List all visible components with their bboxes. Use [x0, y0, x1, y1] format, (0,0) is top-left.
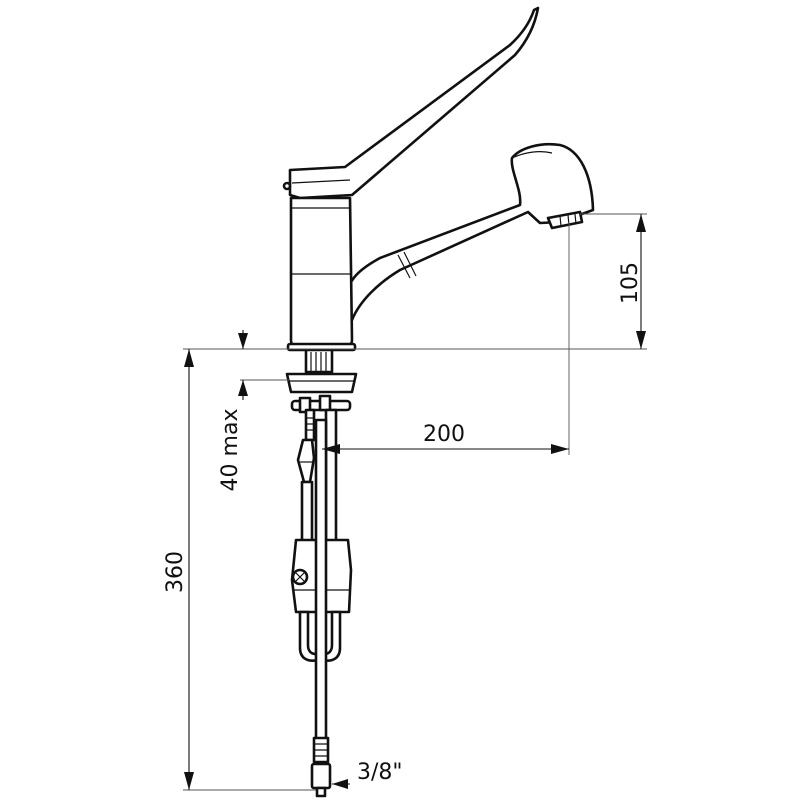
dim-40-label: 40 max	[218, 409, 243, 492]
fitting-neck-thread	[314, 743, 328, 757]
dim-105-arrow-bottom	[636, 331, 646, 349]
faucet-body	[282, 6, 595, 352]
dim-40-arrow-bottom	[238, 380, 248, 396]
dim-200-label: 200	[423, 422, 465, 447]
dim-105-label: 105	[618, 262, 643, 304]
shank-thread	[310, 352, 327, 371]
extension-lines	[183, 213, 647, 791]
dim-200-arrow-left	[322, 444, 340, 454]
fixing-stud	[304, 408, 316, 442]
dim-360-arrow-bottom	[184, 772, 194, 790]
dimension-40-max: 40 max	[218, 330, 248, 491]
lever-handle	[288, 6, 540, 200]
dim-360-arrow-top	[184, 349, 194, 367]
dim-105-arrow-top	[636, 214, 646, 232]
spout-coupling	[397, 254, 411, 279]
dim-200-arrow-right	[551, 444, 569, 454]
supply-hose-left	[300, 480, 314, 544]
mixer-column	[289, 196, 354, 349]
hoses-and-weight	[290, 408, 353, 798]
weight-screw-slot	[295, 572, 305, 582]
supply-hose-right	[324, 408, 338, 544]
dimension-360: 360	[163, 349, 194, 790]
fixing-washer	[285, 372, 358, 394]
mounting-assembly	[285, 348, 358, 442]
dim-360-label: 360	[163, 551, 188, 593]
hose-connector	[296, 438, 316, 484]
stud-thread	[306, 417, 314, 431]
supply-hose-long	[314, 418, 328, 742]
dimension-3-8: 3/8"	[332, 760, 403, 789]
threaded-shank	[304, 348, 334, 374]
fitting-tip	[315, 786, 327, 798]
spout-coupling-2	[403, 251, 417, 277]
dim-3-8-arrow	[332, 779, 348, 789]
dim-40-arrow-top	[238, 333, 248, 349]
fitting-nut	[310, 762, 332, 790]
dim-3-8-label: 3/8"	[357, 760, 403, 785]
stud-nut-right	[318, 394, 332, 412]
lever-screw	[282, 181, 292, 191]
dimension-200: 200	[322, 422, 569, 454]
pull-out-spout	[343, 142, 595, 322]
spray-head-grip	[511, 151, 553, 159]
lever-cap-line	[291, 179, 351, 184]
spray-head-outlet	[546, 210, 584, 230]
dimension-105: 105	[618, 214, 646, 349]
